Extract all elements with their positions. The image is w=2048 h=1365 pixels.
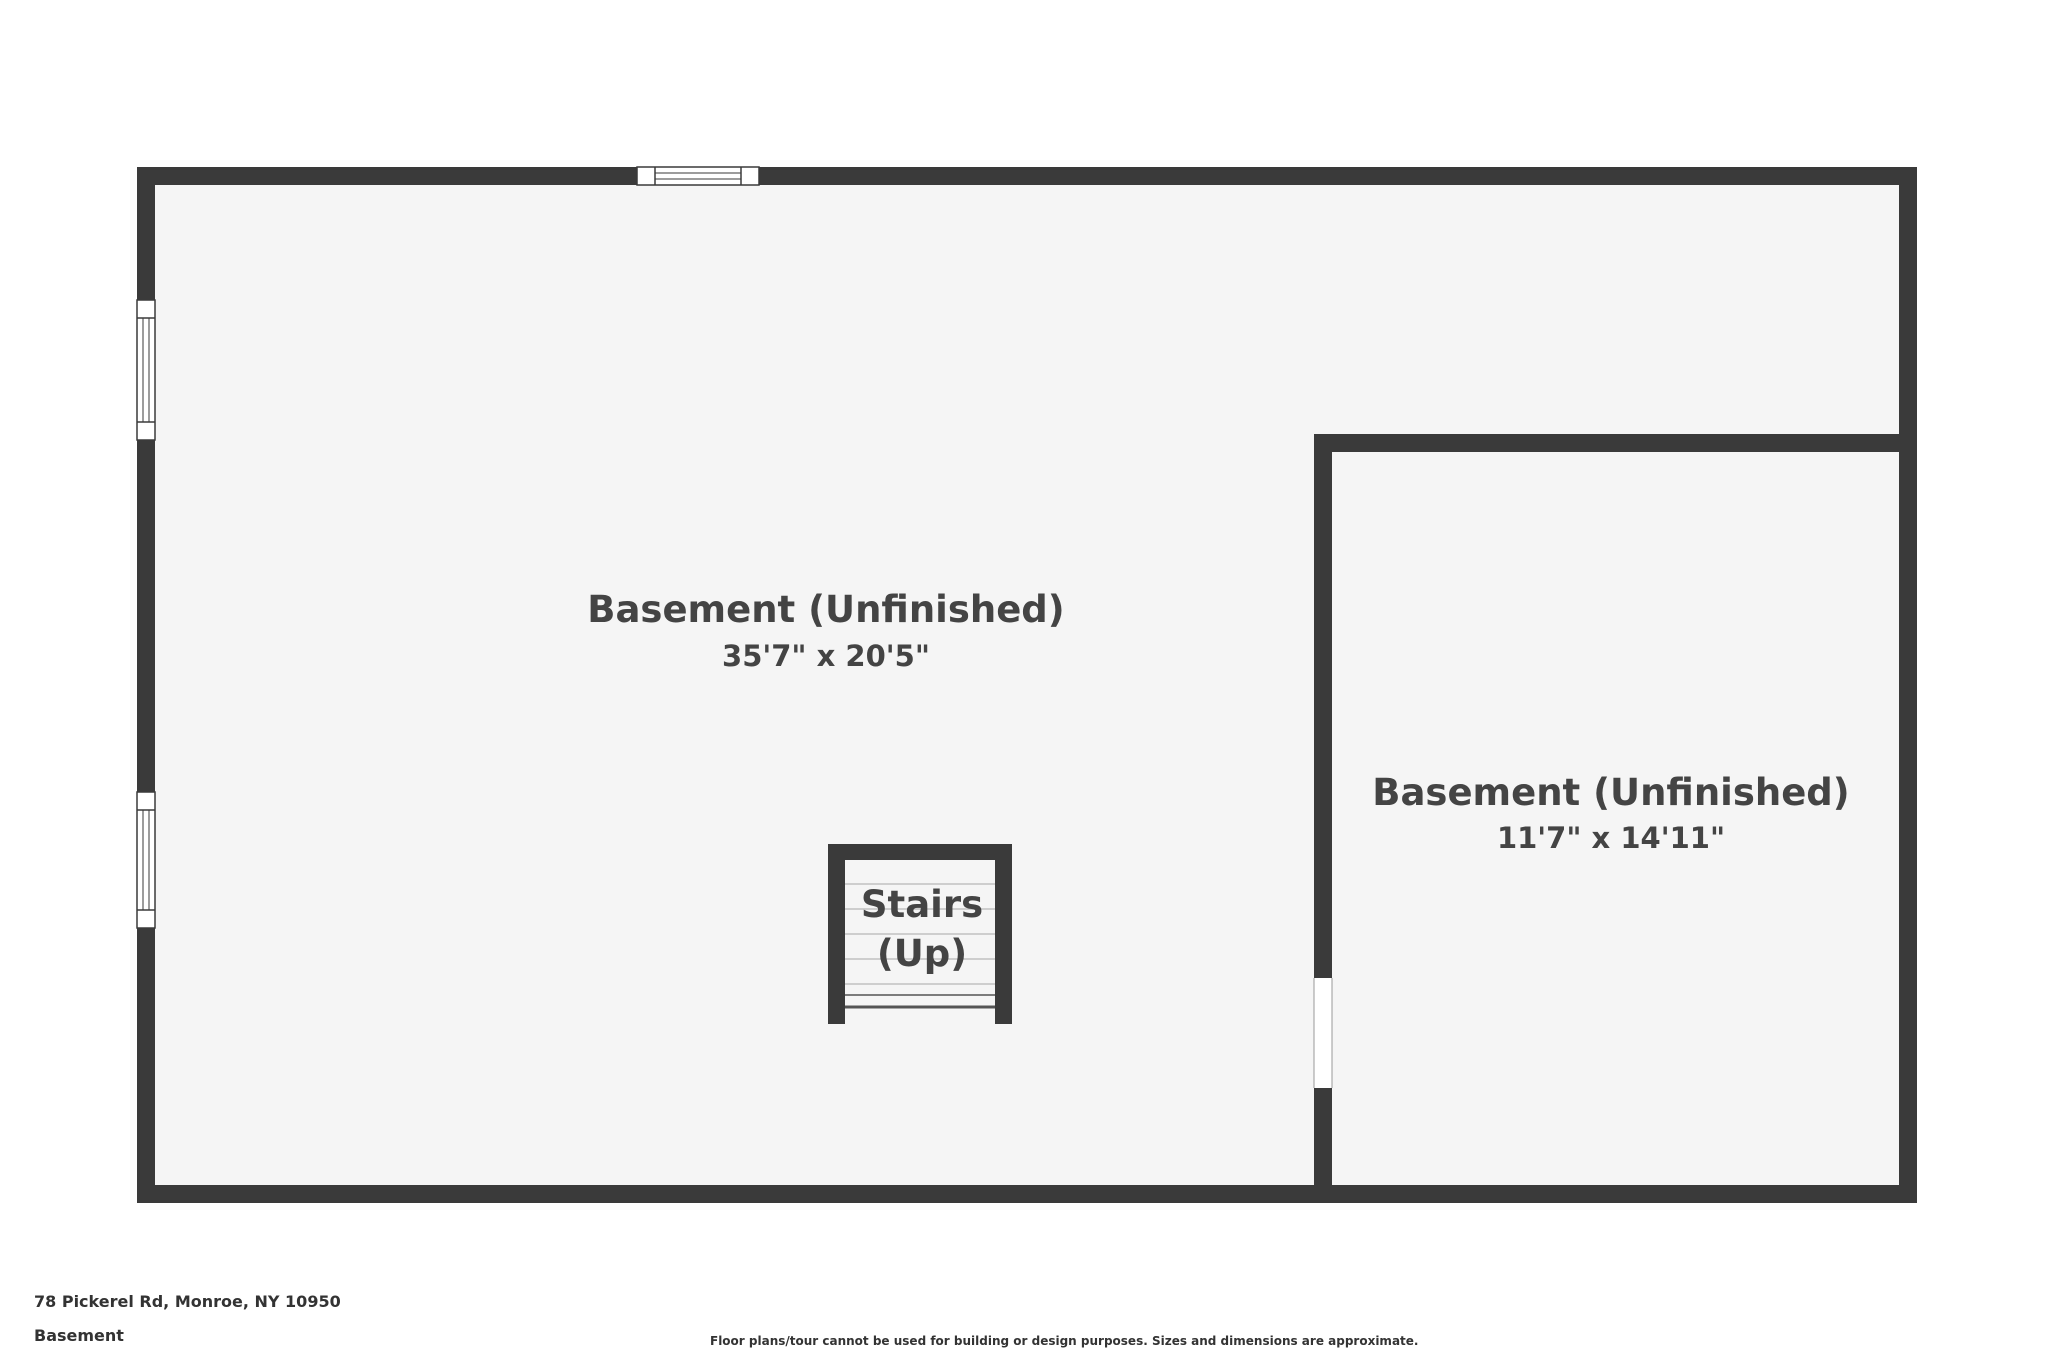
wall-interior-horizontal bbox=[1314, 434, 1917, 452]
room-dimensions: 11'7" x 14'11" bbox=[1497, 821, 1725, 855]
wall-right bbox=[1899, 167, 1917, 1203]
property-address: 78 Pickerel Rd, Monroe, NY 10950 bbox=[34, 1292, 341, 1311]
room-name: Basement (Unfinished) bbox=[1372, 771, 1849, 814]
stairs-label-line1: Stairs bbox=[861, 883, 983, 926]
stairs bbox=[828, 844, 1016, 1024]
wall-top bbox=[137, 167, 1917, 185]
room-name: Basement (Unfinished) bbox=[587, 588, 1064, 631]
stairs-label-line2: (Up) bbox=[877, 932, 967, 975]
wall-interior-vertical-upper bbox=[1314, 434, 1332, 978]
main-basement-floor bbox=[146, 176, 1906, 1194]
wall-interior-vertical-lower bbox=[1314, 1088, 1332, 1203]
doorway bbox=[1313, 978, 1333, 1088]
window-left-lower bbox=[136, 791, 156, 929]
window-left-upper bbox=[136, 299, 156, 441]
disclaimer-text: Floor plans/tour cannot be used for buil… bbox=[710, 1334, 1419, 1348]
floor-level-label: Basement bbox=[34, 1326, 124, 1345]
wall-bottom bbox=[137, 1185, 1917, 1203]
room-dimensions: 35'7" x 20'5" bbox=[722, 639, 930, 673]
window-top bbox=[636, 166, 760, 186]
